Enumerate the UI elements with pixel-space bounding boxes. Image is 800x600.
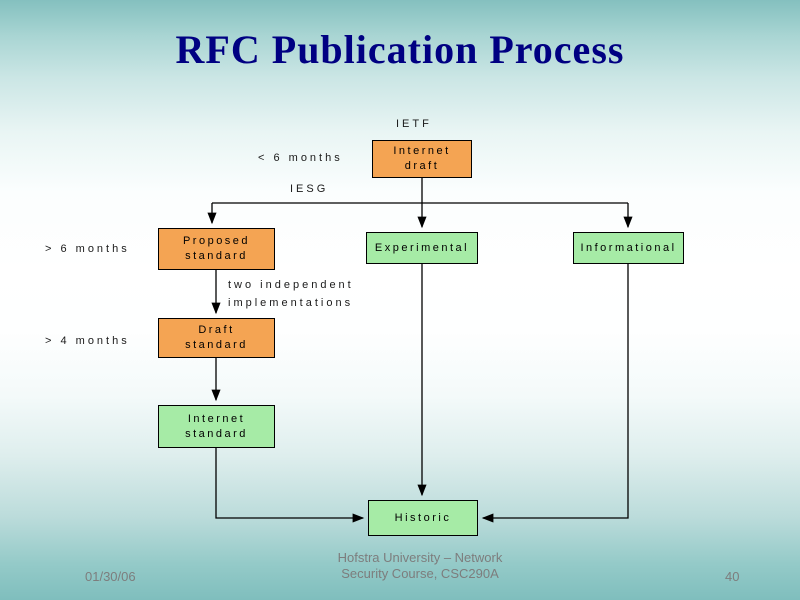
node-historic-line1: Historic: [394, 511, 452, 524]
node-experimental: Experimental: [366, 232, 478, 264]
node-internet-draft-line2: draft: [404, 160, 440, 172]
node-internet-standard-line1: Internet: [187, 412, 246, 425]
label-less-than-6-months: < 6 months: [258, 152, 343, 164]
footer-course-line2: Security Course, CSC290A: [341, 566, 499, 581]
node-internet-standard-line2: standard: [185, 427, 248, 440]
footer-page-number: 40: [725, 569, 740, 584]
connector-informational-to-historic: [481, 264, 629, 523]
label-iesg: IESG: [290, 183, 329, 195]
connector-internet-standard-to-historic: [215, 448, 365, 523]
label-ietf: IETF: [396, 118, 432, 130]
node-internet-standard: Internet standard: [158, 405, 275, 448]
node-internet-draft-line1: Internet: [393, 145, 451, 157]
label-two-independent-line1: two independent: [228, 279, 354, 291]
label-two-independent-line2: implementations: [228, 297, 354, 309]
footer-course-line1: Hofstra University – Network: [337, 550, 503, 565]
footer-course-info: Hofstra University – Network Security Co…: [290, 550, 550, 582]
node-proposed-standard-line2: standard: [185, 250, 248, 262]
node-experimental-line1: Experimental: [374, 241, 470, 254]
slide-title: RFC Publication Process: [175, 27, 625, 72]
node-historic: Historic: [368, 500, 478, 536]
footer-date: 01/30/06: [85, 569, 136, 584]
node-informational-line1: Informational: [580, 241, 677, 254]
node-proposed-standard-line1: Proposed: [182, 235, 251, 247]
label-two-independent-implementations: two independent implementations: [228, 276, 354, 312]
node-proposed-standard: Proposed standard: [158, 228, 275, 270]
node-informational: Informational: [573, 232, 684, 264]
node-draft-standard-line1: Draft: [198, 324, 235, 336]
label-more-than-4-months: > 4 months: [45, 335, 130, 347]
node-draft-standard-line2: standard: [185, 339, 248, 351]
node-draft-standard: Draft standard: [158, 318, 275, 358]
node-internet-draft: Internet draft: [372, 140, 472, 178]
label-more-than-6-months: > 6 months: [45, 243, 130, 255]
